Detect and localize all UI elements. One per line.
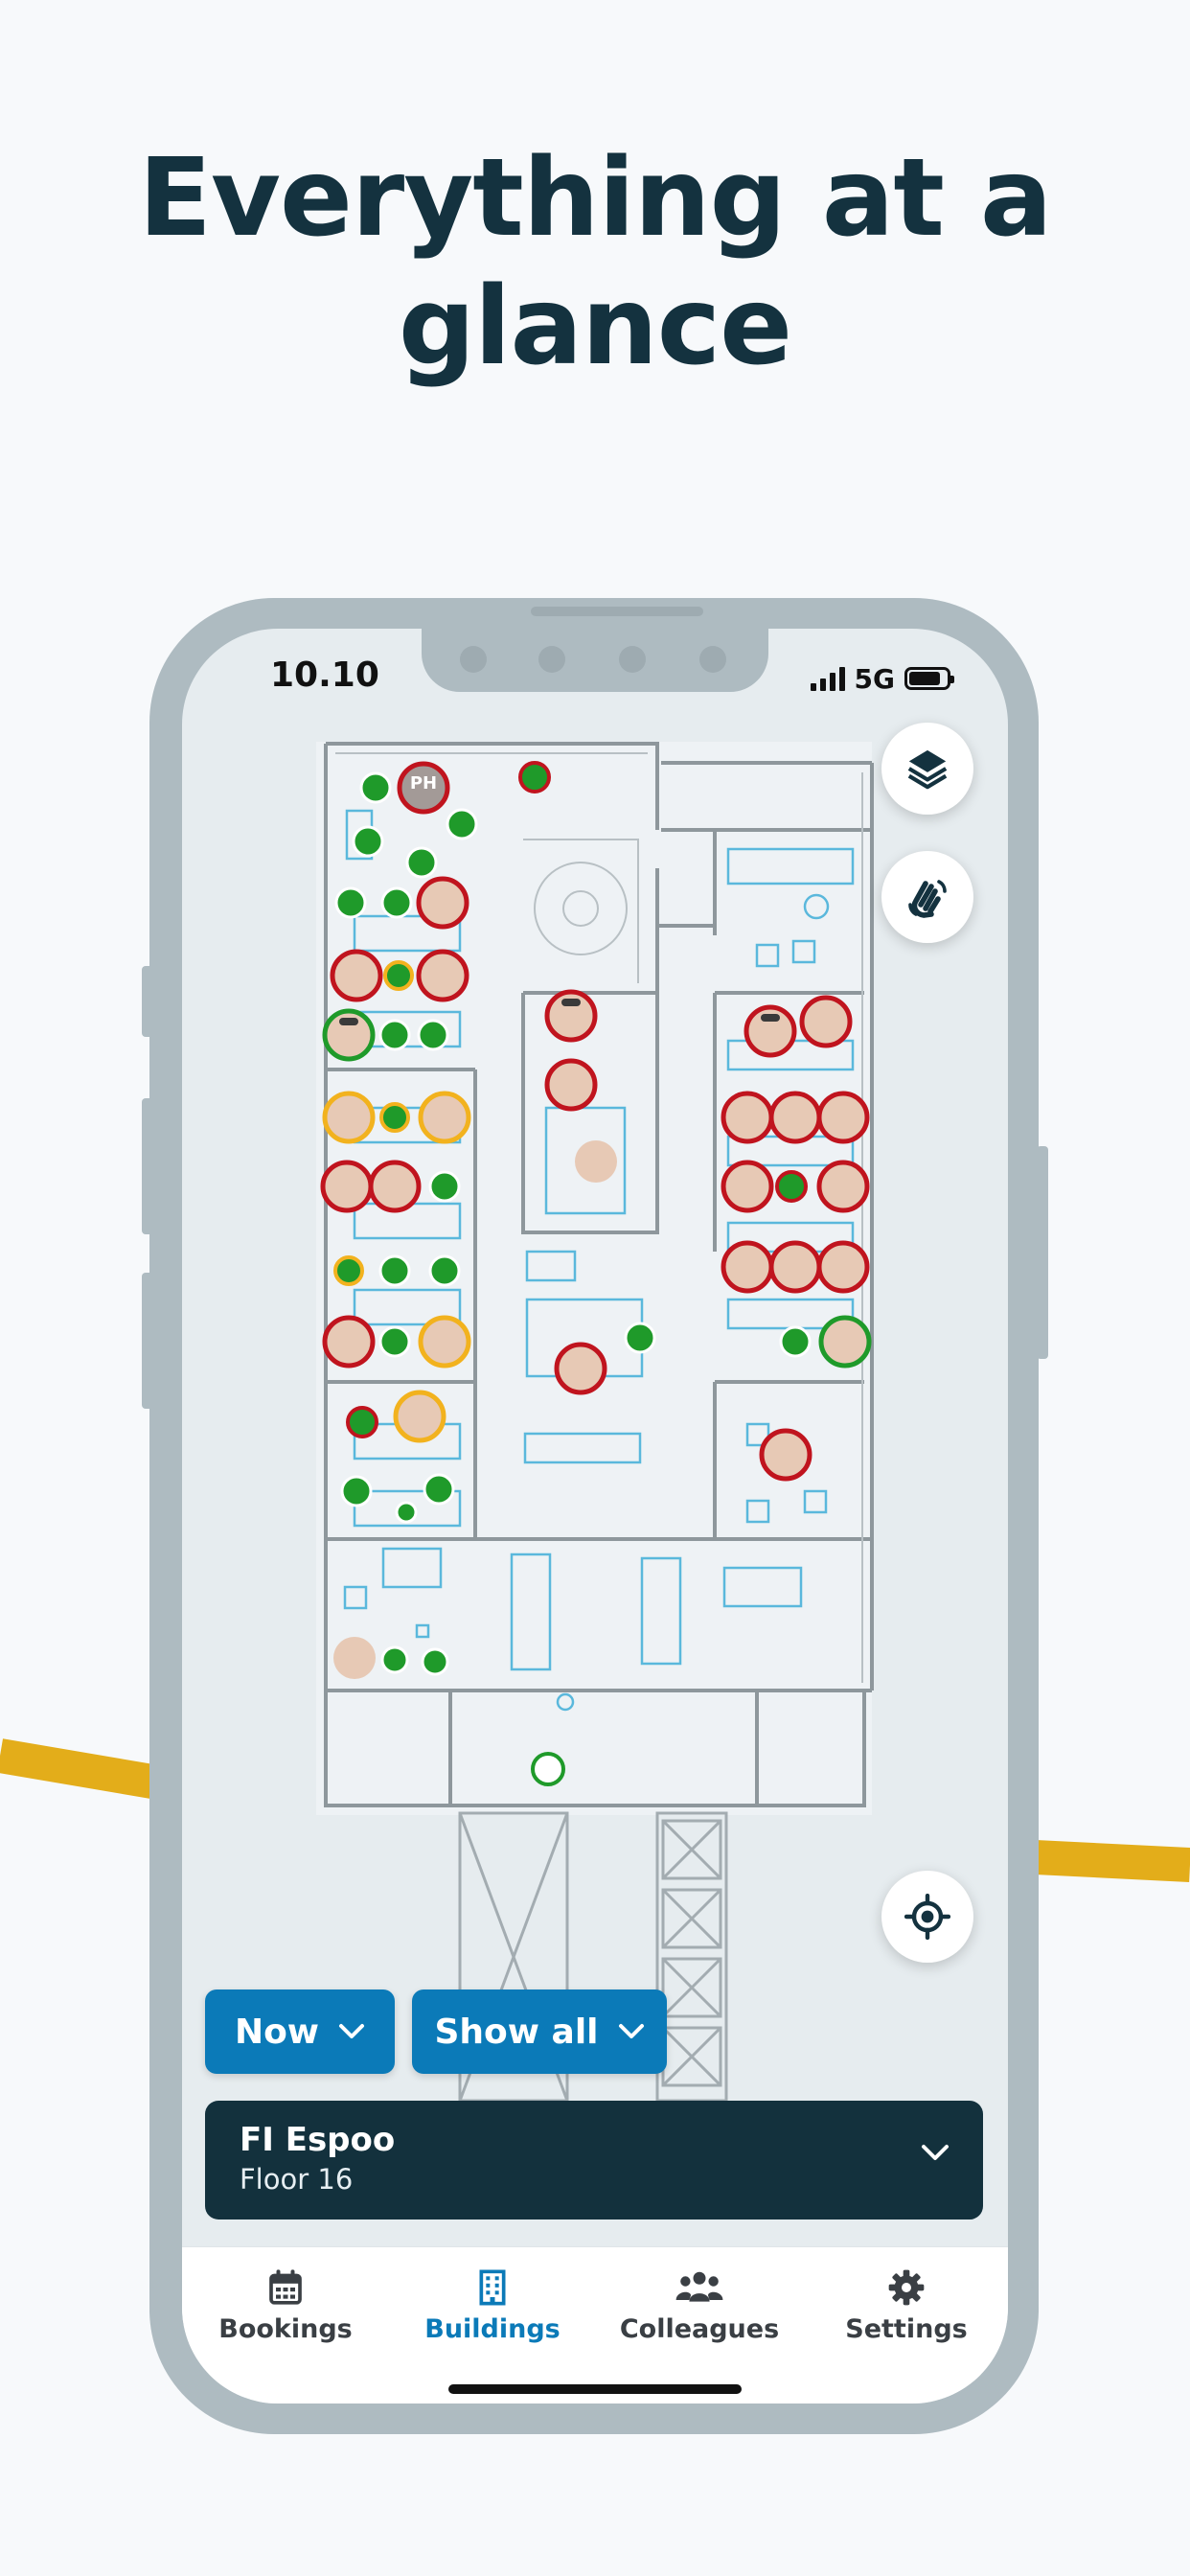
locate-me-button[interactable]	[881, 1871, 973, 1963]
calendar-icon	[269, 2269, 302, 2305]
battery-icon	[904, 667, 954, 690]
status-time: 10.10	[270, 656, 379, 695]
bottom-tab-bar: Bookings Buildings Colleagues	[182, 2246, 1008, 2404]
people-icon	[675, 2271, 723, 2302]
chevron-down-icon	[339, 2024, 365, 2038]
building-icon	[479, 2269, 506, 2306]
layers-icon	[907, 749, 948, 790]
avatar-initials: PH	[409, 773, 438, 794]
phone-screen: PH 10.10 5G	[182, 629, 1008, 2404]
notch	[422, 629, 768, 692]
tab-colleagues[interactable]: Colleagues	[596, 2268, 803, 2344]
phone-speaker	[531, 607, 703, 616]
phone-mute-switch	[142, 966, 153, 1037]
chevron-down-icon	[618, 2024, 644, 2038]
tab-label: Buildings	[424, 2314, 561, 2344]
thin-walls	[335, 752, 863, 1683]
phone-volume-down	[142, 1273, 153, 1409]
time-filter-dropdown[interactable]: Now	[205, 1990, 395, 2074]
floor-plan-map[interactable]	[182, 629, 1008, 2246]
tab-label: Settings	[845, 2314, 968, 2344]
tab-buildings[interactable]: Buildings	[389, 2268, 596, 2344]
building-name: FI Espoo	[240, 2121, 396, 2159]
tab-label: Bookings	[218, 2314, 353, 2344]
layers-button[interactable]	[881, 723, 973, 815]
tab-label: Colleagues	[619, 2314, 780, 2344]
gear-icon	[888, 2269, 925, 2306]
location-selector[interactable]: FI Espoo Floor 16	[205, 2101, 983, 2220]
wave-hand-icon	[908, 880, 947, 918]
headline-line-1: Everything at a	[138, 136, 1053, 261]
floor-name: Floor 16	[240, 2163, 354, 2196]
show-filter-label: Show all	[434, 2012, 599, 2052]
tab-settings[interactable]: Settings	[803, 2268, 1008, 2344]
phone-power-button	[1037, 1146, 1048, 1359]
show-filter-dropdown[interactable]: Show all	[412, 1990, 667, 2074]
tab-bookings[interactable]: Bookings	[182, 2268, 389, 2344]
wave-button[interactable]	[881, 851, 973, 943]
walls	[324, 742, 874, 1807]
headline: Everything at a glance	[0, 134, 1190, 391]
locate-crosshair-icon	[904, 1894, 950, 1940]
avatar-initials-marker[interactable]	[397, 761, 450, 815]
available-desks[interactable]	[333, 761, 861, 1786]
home-indicator[interactable]	[448, 2384, 742, 2394]
sensor	[699, 646, 726, 673]
chevron-down-icon	[922, 2145, 949, 2160]
time-filter-label: Now	[234, 2012, 320, 2052]
sensor	[538, 646, 565, 673]
colleague-avatars[interactable]	[320, 761, 872, 1679]
front-camera	[460, 646, 487, 673]
phone-volume-up	[142, 1098, 153, 1234]
headline-line-2: glance	[398, 264, 792, 389]
signal-icon	[810, 666, 845, 691]
sensor	[619, 646, 646, 673]
status-indicators: 5G	[810, 659, 954, 698]
network-type: 5G	[854, 662, 895, 695]
